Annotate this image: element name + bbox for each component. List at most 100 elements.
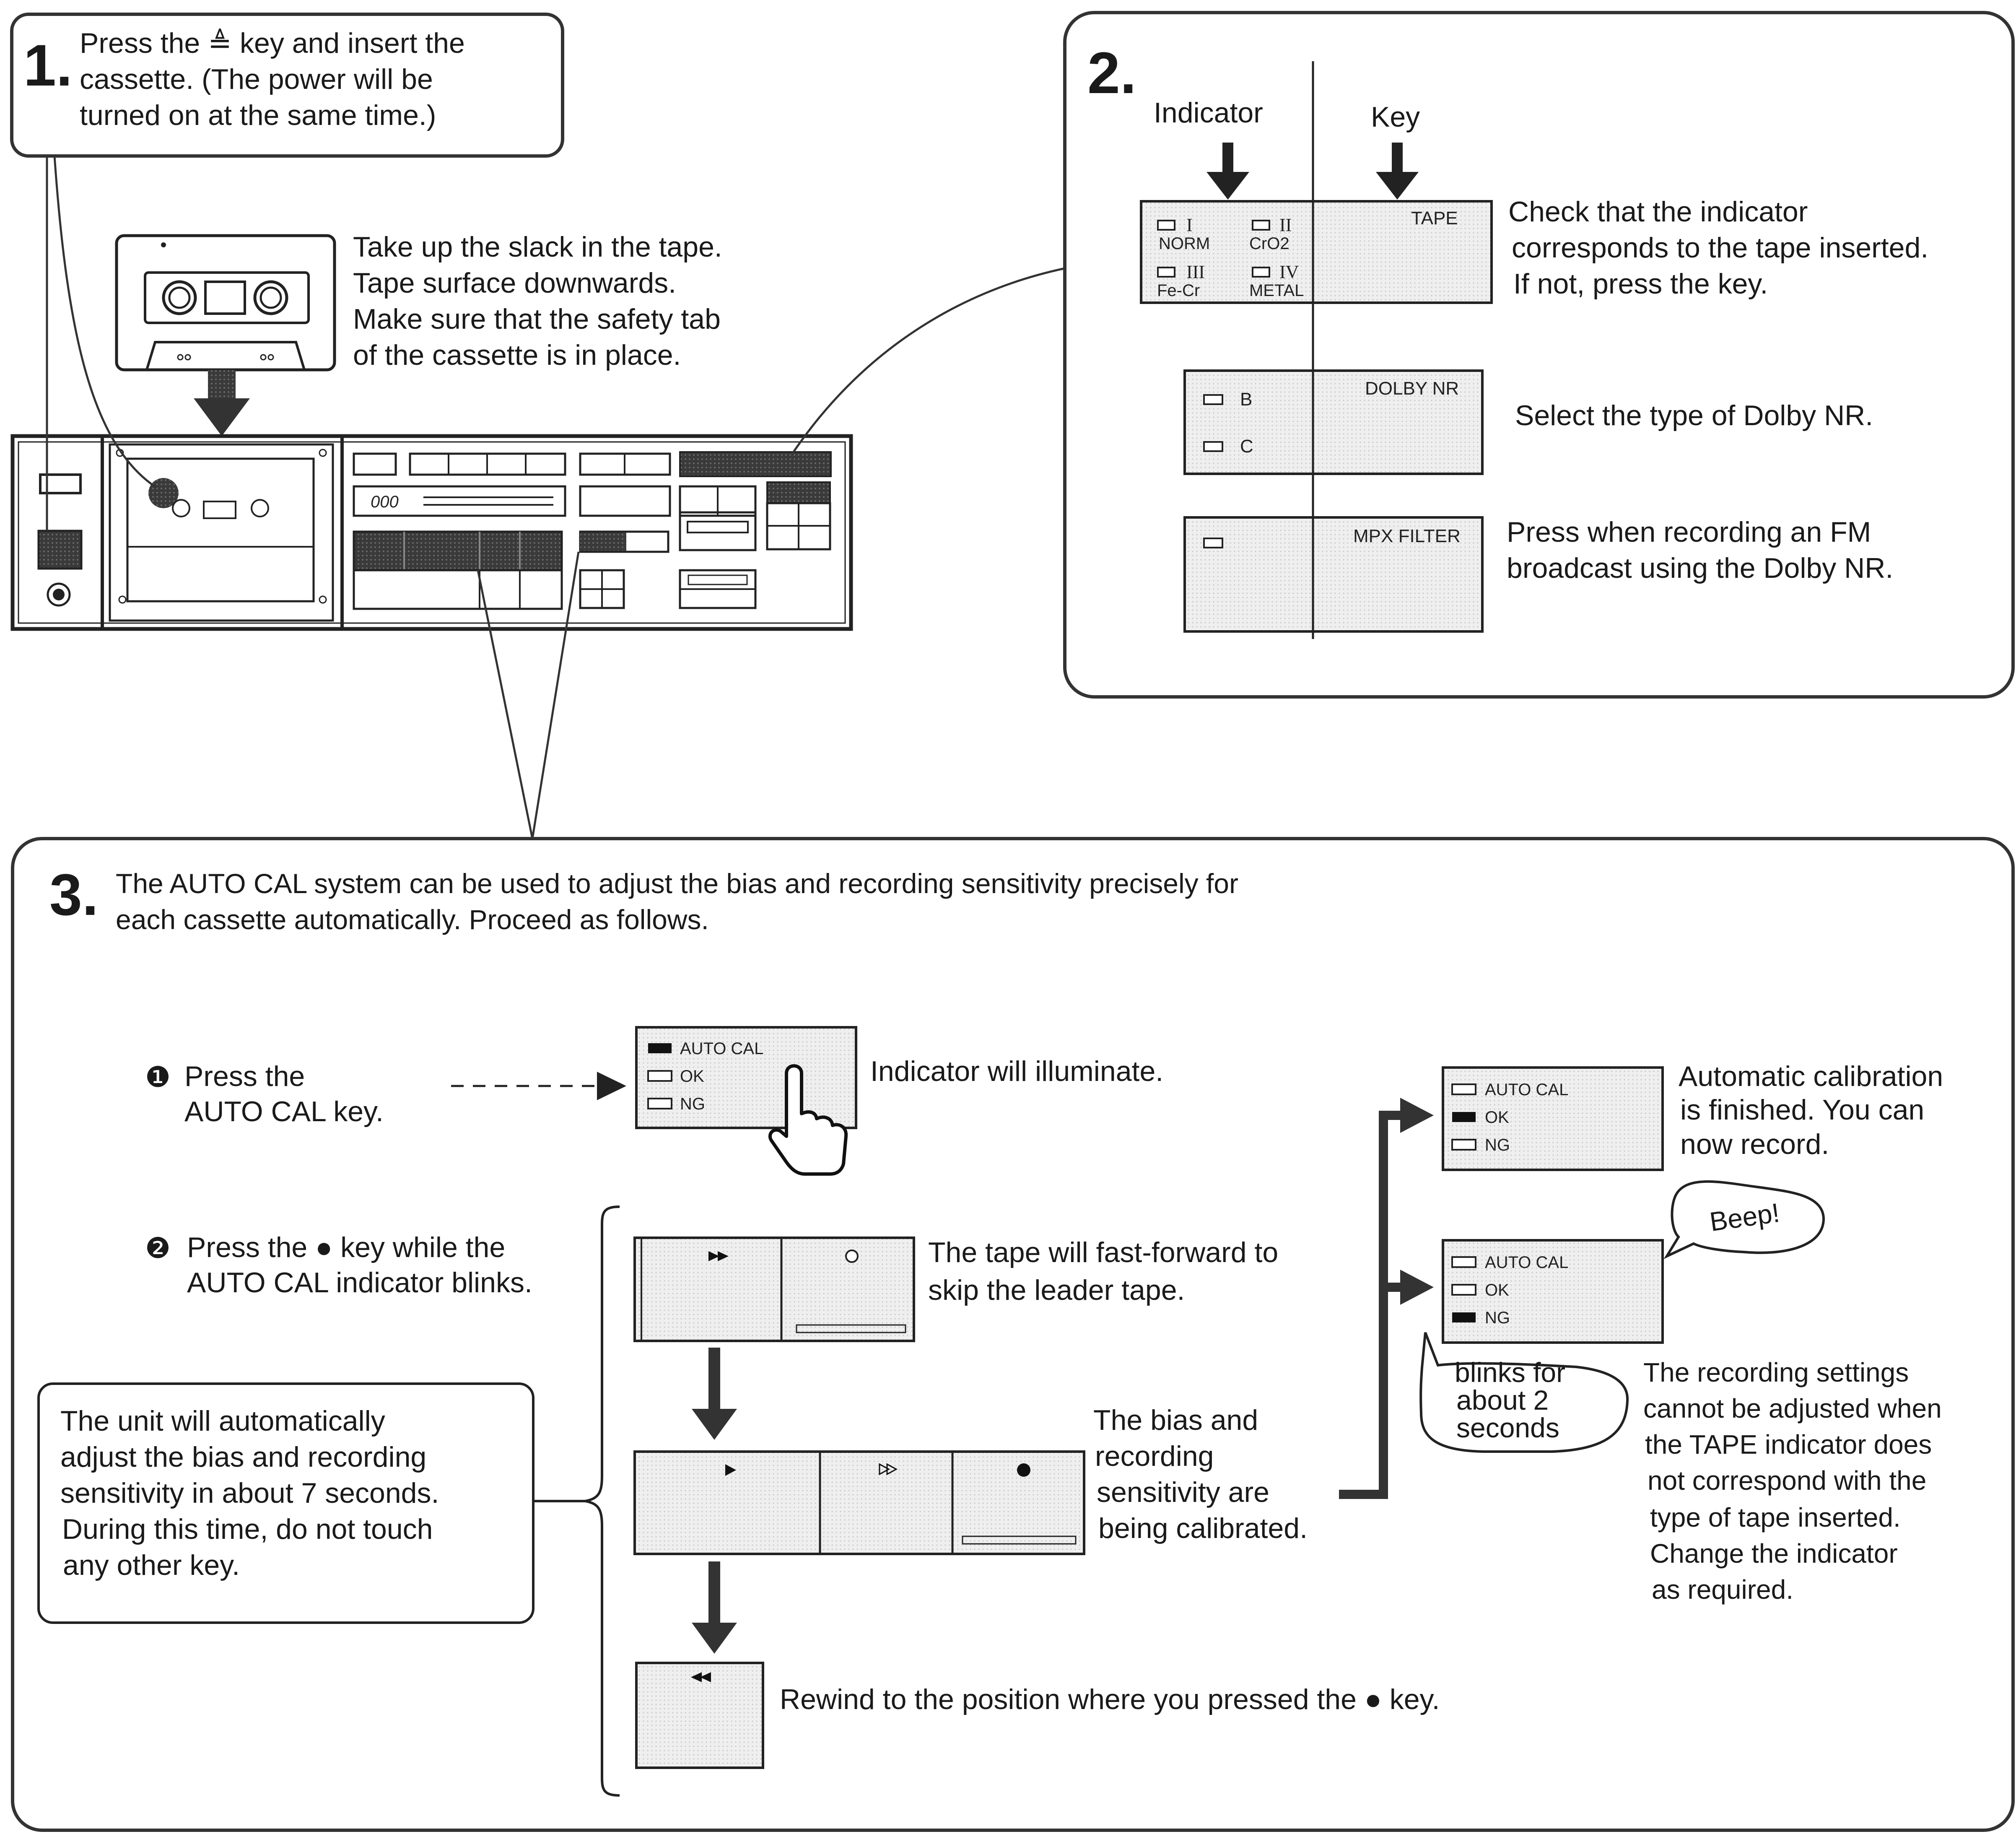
step3-number: 3. xyxy=(49,862,99,927)
bullet1-result: Indicator will illuminate. xyxy=(870,1055,1164,1087)
ok-note-3: now record. xyxy=(1680,1128,1829,1160)
bullet2-line-1: Press the ● key while the xyxy=(187,1231,506,1263)
indicator-header: Indicator xyxy=(1154,97,1263,129)
unit-note-box xyxy=(37,1382,534,1624)
autocal-panel-ng xyxy=(1442,1239,1664,1344)
deck-counter-display: 000 xyxy=(371,493,399,511)
calib-note-4: being calibrated. xyxy=(1098,1512,1308,1544)
mpx-panel xyxy=(1183,516,1484,633)
bullet1-number: ❶ xyxy=(145,1061,171,1093)
tape-panel xyxy=(1140,200,1493,304)
autocal-label-1[interactable]: AUTO CAL xyxy=(680,1039,764,1058)
tape-note-3: If not, press the key. xyxy=(1513,268,1768,300)
dolby-option-b: B xyxy=(1240,389,1253,410)
dolby-panel xyxy=(1183,369,1484,475)
step1-line-1: Press the ≜ key and insert the xyxy=(80,27,465,59)
step2-frame xyxy=(1063,11,2015,699)
rewind-panel xyxy=(635,1662,764,1769)
ok-label-ng-panel: OK xyxy=(1485,1281,1509,1299)
tape-type-4-roman: IV xyxy=(1279,262,1299,282)
grouping-brace xyxy=(585,1205,620,1797)
dolby-note: Select the type of Dolby NR. xyxy=(1515,400,1873,431)
blink-note-1: blinks for xyxy=(1455,1357,1566,1388)
tape-note-2: corresponds to the tape inserted. xyxy=(1512,232,1929,264)
autocal-label-ng-panel: AUTO CAL xyxy=(1485,1253,1569,1272)
ok-label-ok-panel: OK xyxy=(1485,1108,1509,1127)
tape-type-3-name: Fe-Cr xyxy=(1157,281,1200,300)
ng-label-ng-panel: NG xyxy=(1485,1309,1510,1327)
autocal-panel-ok xyxy=(1442,1066,1664,1171)
ff-note-1: The tape will fast-forward to xyxy=(928,1237,1279,1268)
calib-note-3: sensitivity are xyxy=(1097,1476,1269,1508)
dolby-option-c: C xyxy=(1240,436,1253,457)
unit-note-1: The unit will automatically xyxy=(60,1405,385,1437)
cassette-note-4: of the cassette is in place. xyxy=(353,339,681,371)
tape-key-label[interactable]: TAPE xyxy=(1411,208,1458,229)
step3-frame xyxy=(11,837,2015,1832)
leader-step3 xyxy=(477,551,580,839)
step1-line-3: turned on at the same time.) xyxy=(80,99,436,131)
unit-note-3: sensitivity in about 7 seconds. xyxy=(60,1477,439,1509)
ng-note-2: cannot be adjusted when xyxy=(1643,1393,1942,1424)
cassette-deck xyxy=(10,434,853,631)
bullet1-line-2: AUTO CAL key. xyxy=(184,1096,384,1127)
calib-note-1: The bias and xyxy=(1093,1404,1258,1436)
flow-arrow-1 xyxy=(692,1348,737,1440)
blink-note-2: about 2 xyxy=(1456,1385,1549,1416)
tape-type-2-name: CrO2 xyxy=(1249,234,1290,253)
bullet2-number: ❷ xyxy=(145,1232,171,1264)
leader-eject xyxy=(53,156,157,488)
unit-note-4: During this time, do not touch xyxy=(62,1513,433,1545)
ng-note-5: type of tape inserted. xyxy=(1650,1502,1901,1533)
ng-note-4: not correspond with the xyxy=(1648,1465,1927,1496)
beep-bubble xyxy=(1663,1180,1825,1259)
calibration-panel xyxy=(633,1450,1085,1555)
step3-intro-2: each cassette automatically. Proceed as … xyxy=(116,904,709,935)
rewind-note: Rewind to the position where you pressed… xyxy=(780,1683,1440,1715)
result-branch-arrows xyxy=(1339,1098,1434,1499)
flow-arrow-2 xyxy=(692,1561,737,1654)
leader-step2 xyxy=(791,267,1065,455)
ff-panel xyxy=(633,1237,915,1342)
ok-note-1: Automatic calibration xyxy=(1679,1060,1943,1092)
step3-intro-1: The AUTO CAL system can be used to adjus… xyxy=(116,868,1238,899)
step1-line-2: cassette. (The power will be xyxy=(80,63,433,95)
cassette-note-2: Tape surface downwards. xyxy=(353,267,677,299)
key-header: Key xyxy=(1371,101,1420,133)
tape-note-1: Check that the indicator xyxy=(1508,196,1808,228)
mpx-key-label[interactable]: MPX FILTER xyxy=(1353,526,1461,546)
bullet2-line-2: AUTO CAL indicator blinks. xyxy=(187,1267,532,1299)
tape-type-1-roman: I xyxy=(1186,215,1193,235)
ok-label-1: OK xyxy=(680,1067,704,1086)
unit-note-2: adjust the bias and recording xyxy=(60,1441,427,1473)
autocal-panel-initial xyxy=(635,1026,857,1129)
ng-label-ok-panel: NG xyxy=(1485,1136,1510,1154)
tape-type-1-name: NORM xyxy=(1159,234,1210,253)
step2-number: 2. xyxy=(1087,40,1136,106)
ng-label-1: NG xyxy=(680,1095,705,1113)
ng-note-1: The recording settings xyxy=(1643,1357,1909,1387)
tape-type-2-roman: II xyxy=(1279,215,1292,235)
calib-note-2: recording xyxy=(1095,1440,1214,1472)
mpx-note-1: Press when recording an FM xyxy=(1507,516,1871,548)
ng-note-6: Change the indicator xyxy=(1650,1538,1898,1569)
step1-number: 1. xyxy=(23,32,73,98)
ng-note-3: the TAPE indicator does xyxy=(1645,1429,1932,1460)
blink-note-3: seconds xyxy=(1456,1412,1559,1443)
dolby-key-label[interactable]: DOLBY NR xyxy=(1365,378,1459,399)
mpx-note-2: broadcast using the Dolby NR. xyxy=(1507,552,1894,584)
cassette-illustration xyxy=(115,234,336,371)
ff-note-2: skip the leader tape. xyxy=(928,1274,1185,1306)
unit-note-5: any other key. xyxy=(63,1549,240,1581)
ng-note-7: as required. xyxy=(1652,1574,1793,1605)
autocal-label-ok-panel: AUTO CAL xyxy=(1485,1081,1569,1099)
key-down-arrow xyxy=(1376,143,1419,200)
bullet1-line-1: Press the xyxy=(184,1060,305,1092)
pointing-hand-icon xyxy=(768,1064,848,1176)
cassette-note-3: Make sure that the safety tab xyxy=(353,303,721,335)
tape-type-3-roman: III xyxy=(1186,262,1205,282)
ok-note-2: is finished. You can xyxy=(1680,1094,1925,1126)
insert-arrow xyxy=(194,370,250,436)
